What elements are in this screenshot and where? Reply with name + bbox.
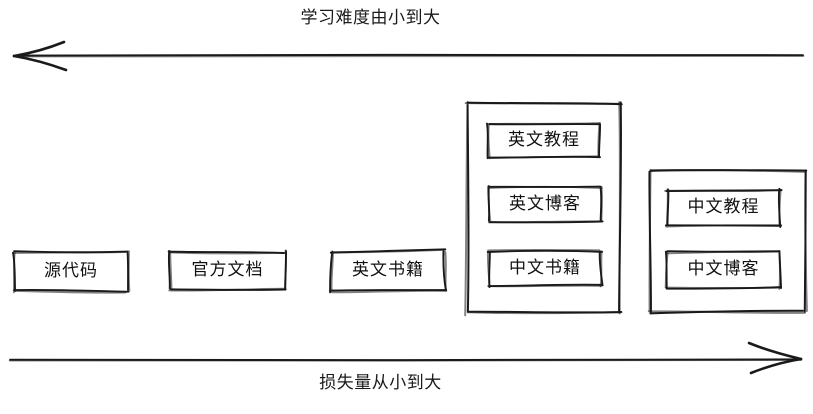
top-axis-label: 学习难度由小到大 <box>300 8 441 28</box>
top-axis <box>12 40 805 72</box>
node-chinese-blog[interactable] <box>664 250 782 290</box>
group-group-chinese-edge <box>647 310 806 314</box>
node-chinese-tutorial-edge <box>778 188 782 226</box>
node-source-code-edge <box>12 250 129 254</box>
group-group-chinese-edge <box>649 169 806 173</box>
node-chinese-books-edge <box>487 248 601 252</box>
node-official-docs-edge <box>169 250 173 290</box>
node-english-tutorial-edge <box>487 155 601 160</box>
group-group-chinese[interactable] <box>647 169 808 315</box>
node-chinese-books-edge <box>486 250 491 289</box>
node-official-docs-edge <box>169 251 287 255</box>
node-chinese-tutorial-edge <box>664 189 783 192</box>
node-source-code-edge <box>127 250 131 293</box>
group-group-english-mixed-edge <box>464 102 620 105</box>
node-english-blog-edge <box>600 185 603 222</box>
node-official-docs[interactable] <box>167 249 287 292</box>
group-group-chinese-edge <box>804 169 808 312</box>
group-group-english-mixed-edge <box>466 311 622 315</box>
top-axis-shaft <box>13 54 805 58</box>
node-english-books[interactable] <box>329 248 448 294</box>
group-group-chinese-edge <box>648 169 652 312</box>
node-english-blog-edge <box>487 220 603 224</box>
node-english-tutorial-edge <box>487 123 491 160</box>
group-group-english-mixed-edge <box>618 101 621 315</box>
node-source-code-edge <box>13 288 130 293</box>
bottom-axis-label: 损失量从小到大 <box>319 373 442 393</box>
node-english-tutorial-edge <box>487 122 602 125</box>
node-source-code[interactable] <box>12 250 131 294</box>
node-english-tutorial[interactable] <box>486 122 602 160</box>
node-chinese-tutorial-edge <box>665 188 669 227</box>
node-source-code-edge <box>14 289 127 294</box>
node-label-source-code: 源代码 <box>44 260 98 281</box>
node-chinese-books[interactable] <box>486 248 604 289</box>
node-chinese-blog-edge <box>778 250 781 290</box>
node-english-books-edge <box>331 248 447 254</box>
bottom-axis-arrowhead <box>747 341 803 375</box>
top-axis-arrow-barb <box>12 40 66 58</box>
node-label-english-tutorial: 英文教程 <box>508 130 580 150</box>
top-axis-arrow-barb <box>12 54 68 72</box>
node-chinese-blog-edge <box>665 250 781 255</box>
node-chinese-books-edge <box>598 250 604 287</box>
bottom-axis-shaft <box>8 358 803 362</box>
node-english-books-edge <box>330 289 448 294</box>
node-chinese-blog-edge <box>664 251 669 289</box>
bottom-axis <box>8 341 803 375</box>
node-official-docs-edge <box>168 287 287 292</box>
node-english-blog-edge <box>488 186 603 190</box>
node-label-english-blog: 英文博客 <box>509 193 581 214</box>
node-label-official-docs: 官方文档 <box>191 260 264 280</box>
node-chinese-tutorial[interactable] <box>664 187 783 229</box>
node-official-docs-edge <box>167 249 171 290</box>
node-label-chinese-books: 中文书籍 <box>509 257 581 278</box>
node-chinese-books-edge <box>487 284 603 288</box>
node-english-blog-edge <box>487 184 492 223</box>
node-english-books-edge <box>330 251 334 291</box>
group-group-english-mixed[interactable] <box>464 100 623 317</box>
node-label-chinese-blog: 中文博客 <box>687 259 760 279</box>
node-label-english-books: 英文书籍 <box>352 260 424 280</box>
node-chinese-books-edge <box>599 250 603 288</box>
node-english-tutorial-edge <box>597 122 601 158</box>
node-chinese-tutorial-edge <box>665 224 783 228</box>
group-group-english-mixed-edge <box>464 100 469 317</box>
node-official-docs-edge <box>284 249 287 290</box>
node-source-code-edge <box>12 251 16 294</box>
bottom-axis-arrow-barb <box>749 357 803 375</box>
node-english-books-edge <box>444 250 447 291</box>
node-label-chinese-tutorial: 中文教程 <box>687 197 760 217</box>
top-axis-arrowhead <box>12 40 68 72</box>
node-english-blog[interactable] <box>487 184 604 224</box>
bottom-axis-arrow-barb <box>747 341 803 361</box>
